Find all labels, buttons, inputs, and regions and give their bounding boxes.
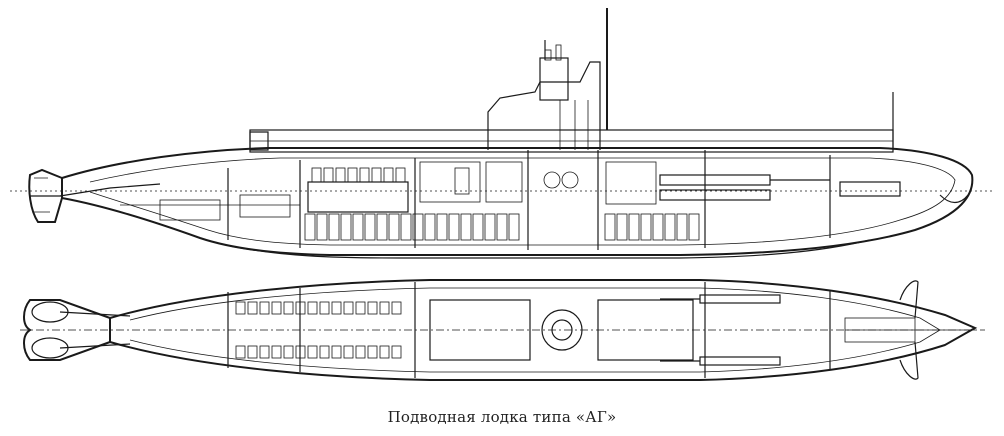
plan-view: [20, 279, 985, 381]
torpedo-tubes-side: [659, 174, 901, 201]
bow: [939, 194, 969, 204]
technical-drawing: [10, 8, 995, 381]
battery-cells: [304, 213, 700, 241]
plan-hull-outline: [109, 279, 978, 381]
engines-plan: [235, 301, 402, 359]
diesel-engines: [307, 167, 409, 213]
bulkheads-plan: [227, 282, 831, 378]
figure-caption: Подводная лодка типа «АГ»: [387, 408, 617, 426]
stern-rudder: [28, 168, 63, 223]
bow-hydroplanes: [899, 280, 919, 380]
control-room: [419, 161, 657, 205]
control-room-plan: [429, 299, 694, 361]
stern-plan: [23, 299, 131, 361]
after-machinery: [120, 194, 300, 221]
periscope-housing: [539, 57, 569, 101]
keel: [229, 239, 871, 259]
bulkheads: [227, 150, 831, 250]
hull-outline: [61, 147, 974, 256]
conning-tower: [487, 61, 601, 150]
side-elevation: [10, 8, 995, 259]
bow-plan: [844, 317, 975, 343]
torpedo-tubes-plan: [660, 294, 781, 366]
